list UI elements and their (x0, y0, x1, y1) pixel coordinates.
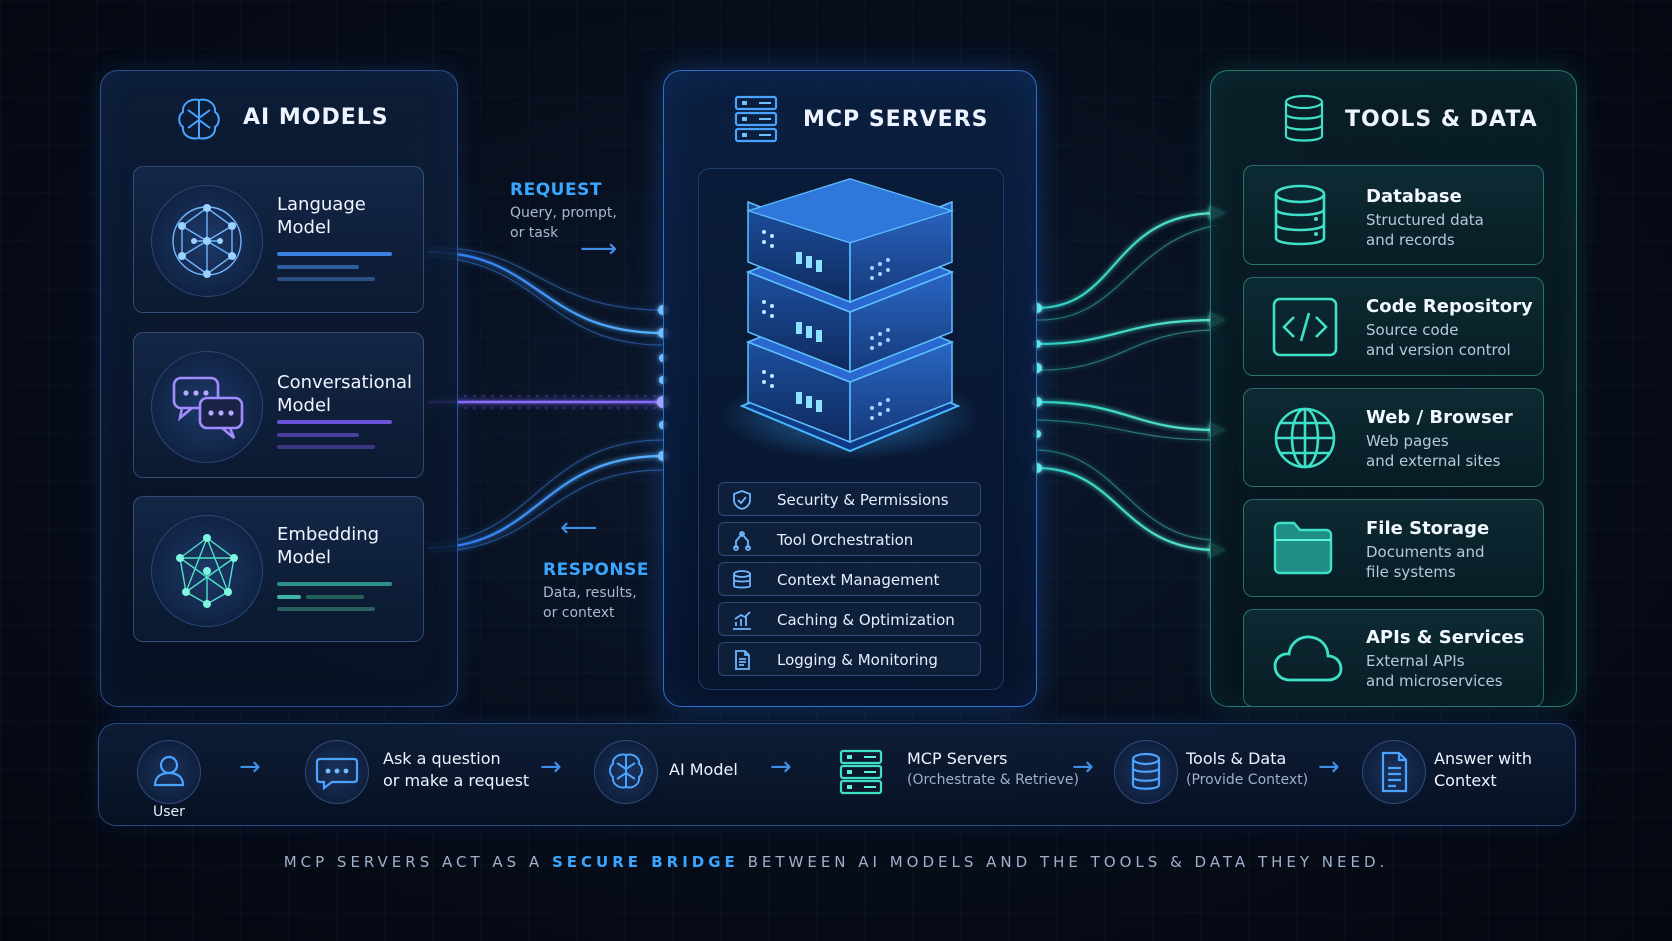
shield-icon (733, 490, 751, 510)
brain-icon (178, 98, 220, 140)
server-stack-illustration (722, 178, 978, 460)
ai-models-title: AI MODELS (243, 105, 389, 130)
flow-line-embedding (427, 454, 664, 550)
request-label: REQUEST (510, 180, 602, 200)
response-label: RESPONSE (543, 560, 649, 580)
document-icon (735, 650, 750, 670)
flow-arrow-1-icon: → (239, 752, 261, 782)
conversational-model-label: Conversational Model (277, 372, 413, 416)
tagline-highlight: SECURE BRIDGE (551, 853, 739, 871)
cloud-icon (1273, 635, 1343, 682)
feature-security-label: Security & Permissions (777, 491, 949, 509)
step-ai-model-text: AI Model (669, 760, 738, 779)
request-desc: Query, prompt, or task (510, 205, 617, 241)
embedding-network-icon (176, 534, 238, 608)
response-desc: Data, results, or context (543, 585, 637, 621)
flow-line-language (427, 250, 664, 335)
code-icon (1272, 297, 1338, 357)
database-icon (1274, 184, 1326, 246)
chart-icon (733, 611, 751, 630)
tool-file-storage-desc: Documents and file systems (1366, 543, 1485, 581)
tool-web-browser-desc: Web pages and external sites (1366, 432, 1501, 470)
server-rack-icon (734, 95, 778, 143)
feature-context[interactable]: Context Management (718, 562, 981, 596)
user-icon (153, 755, 185, 787)
tagline-part1: MCP SERVERS ACT AS A (283, 853, 552, 871)
step-ask (305, 740, 369, 804)
step-mcp-sub: (Orchestrate & Retrieve) (907, 772, 1079, 788)
step-answer-text: Answer with Context (1434, 749, 1532, 790)
feature-security[interactable]: Security & Permissions (718, 482, 981, 516)
tool-database-title: Database (1366, 186, 1462, 207)
tools-data-title: TOOLS & DATA (1345, 107, 1538, 132)
language-model-card[interactable]: Language Model (133, 166, 424, 313)
tool-database-card[interactable]: Database Structured data and records (1243, 165, 1544, 265)
step-tools-text: Tools & Data (1186, 749, 1287, 768)
embedding-model-card[interactable]: Embedding Model (133, 496, 424, 642)
request-arrow-icon: ⟶ (580, 234, 618, 264)
chat-icon (315, 757, 359, 791)
database-icon (1284, 94, 1324, 142)
flow-arrow-2-icon: → (540, 752, 562, 782)
flow-arrow-4-icon: → (1072, 752, 1094, 782)
step-tools (1114, 740, 1178, 804)
embedding-model-label: Embedding Model (277, 524, 380, 568)
database-icon (733, 570, 751, 589)
mcp-servers-title: MCP SERVERS (803, 107, 989, 132)
step-mcp-text: MCP Servers (907, 749, 1008, 768)
tool-apis-services-title: APIs & Services (1366, 627, 1525, 648)
flow-arrow-5-icon: → (1318, 752, 1340, 782)
flow-arrow-3-icon: → (770, 752, 792, 782)
tool-file-storage-card[interactable]: File Storage Documents and file systems (1243, 499, 1544, 597)
tagline: MCP SERVERS ACT AS A SECURE BRIDGE BETWE… (0, 853, 1672, 871)
step-tools-sub: (Provide Context) (1186, 772, 1309, 788)
feature-logging[interactable]: Logging & Monitoring (718, 642, 981, 676)
feature-orchestration-label: Tool Orchestration (777, 531, 914, 549)
tool-file-storage-title: File Storage (1366, 518, 1490, 539)
tool-code-repo-card[interactable]: Code Repository Source code and version … (1243, 277, 1544, 376)
tool-web-browser-card[interactable]: Web / Browser Web pages and external sit… (1243, 388, 1544, 487)
server-rack-icon (839, 749, 883, 795)
chat-bubbles-icon (172, 376, 244, 439)
neural-network-icon (172, 204, 242, 278)
step-user-label: User (153, 804, 185, 820)
feature-logging-label: Logging & Monitoring (777, 651, 938, 669)
feature-orchestration[interactable]: Tool Orchestration (718, 522, 981, 556)
step-ai-model (594, 740, 658, 804)
feature-context-label: Context Management (777, 571, 940, 589)
globe-icon (1274, 407, 1336, 469)
response-arrow-icon: ⟵ (560, 513, 598, 543)
step-answer (1362, 740, 1426, 804)
tagline-part2: BETWEEN AI MODELS AND THE TOOLS & DATA T… (738, 853, 1389, 871)
language-model-label: Language Model (277, 194, 366, 238)
tool-apis-services-desc: External APIs and microservices (1366, 652, 1503, 690)
feature-caching-label: Caching & Optimization (777, 611, 955, 629)
tool-code-repo-title: Code Repository (1366, 296, 1533, 317)
tool-database-desc: Structured data and records (1366, 211, 1484, 249)
step-ask-text: Ask a question or make a request (383, 749, 530, 790)
conversational-model-card[interactable]: Conversational Model (133, 332, 424, 478)
orchestration-icon (733, 531, 751, 551)
brain-icon (609, 753, 643, 789)
database-icon (1131, 752, 1161, 790)
feature-caching[interactable]: Caching & Optimization (718, 602, 981, 636)
folder-icon (1273, 521, 1333, 575)
tool-code-repo-desc: Source code and version control (1366, 321, 1511, 359)
step-user (137, 740, 201, 804)
tool-apis-services-card[interactable]: APIs & Services External APIs and micros… (1243, 609, 1544, 707)
tool-web-browser-title: Web / Browser (1366, 407, 1513, 428)
document-icon (1381, 751, 1408, 793)
